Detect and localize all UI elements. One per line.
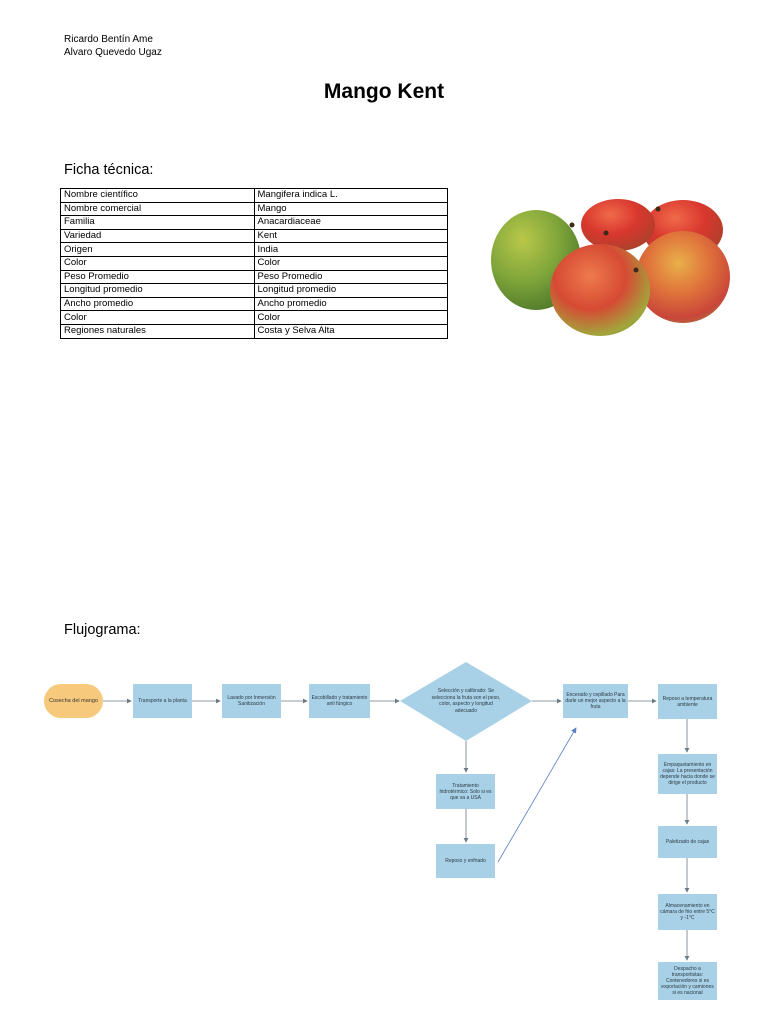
ficha-value: India [253,242,448,257]
flow-box-hidrotermico: Tratamiento hidrotérmico: Solo si es que… [436,774,495,809]
ficha-value: Peso Promedio [253,269,448,285]
ficha-value: Ancho promedio [253,296,448,312]
ficha-label: Ancho promedio [60,296,255,312]
flow-box-paletizado: Paletizado de cajas [658,826,717,858]
ficha-label: Color [60,310,255,325]
ficha-label: Longitud promedio [60,283,255,298]
ficha-label: Variedad [60,228,255,244]
arrow-reposo-encerado [497,727,577,863]
flow-box-despacho: Despacho a transportistas: Contenedores … [658,962,717,1000]
ficha-value: Anacardiaceae [253,215,448,230]
ficha-heading: Ficha técnica: [64,162,154,178]
flow-box-almacenamiento: Almacenamiento en cámara de frio entre 5… [658,894,717,930]
ficha-value: Color [253,310,448,325]
authors: Ricardo Bentín Ame Alvaro Quevedo Ugaz [64,33,162,59]
ficha-label: Peso Promedio [60,269,255,285]
flow-box-lavado: Lavado por Inmersión Sanitización [222,684,281,718]
flow-box-empaquetamiento: Empaquetamiento en cajas: La presentació… [658,754,717,794]
ficha-value: Kent [253,228,448,244]
flow-start-cosecha: Cosecha del mango [44,684,103,718]
flow-box-reposo-enfriado: Reposo y enfriado [436,844,495,878]
ficha-label: Nombre científico [60,188,255,203]
flow-decision-seleccion: Selección y calibrado: Se selecciona la … [431,688,501,714]
ficha-value: Longitud promedio [253,283,448,298]
flow-box-escobillado: Escobillado y tratamiento anti fúngico [309,684,370,718]
author-1: Ricardo Bentín Ame [64,34,153,45]
ficha-value: Costa y Selva Alta [253,323,448,339]
ficha-label: Nombre comercial [60,201,255,217]
ficha-label: Regiones naturales [60,323,255,339]
ficha-value: Color [253,255,448,271]
author-2: Alvaro Quevedo Ugaz [64,47,162,58]
ficha-value: Mangifera indica L. [253,188,448,203]
mango-photo [491,199,730,336]
ficha-label: Color [60,255,255,271]
ficha-value: Mango [253,201,448,217]
flow-box-reposo-ambiente: Reposo a temperatura ambiente [658,684,717,719]
ficha-label: Familia [60,215,255,230]
document-title: Mango Kent [323,80,445,103]
ficha-label: Origen [60,242,255,257]
flujograma-heading: Flujograma: [64,622,141,638]
flow-box-transporte: Transporte a la planta [133,684,192,718]
flow-box-encerado: Encerado y cepillado Para darle un mejor… [563,684,628,718]
